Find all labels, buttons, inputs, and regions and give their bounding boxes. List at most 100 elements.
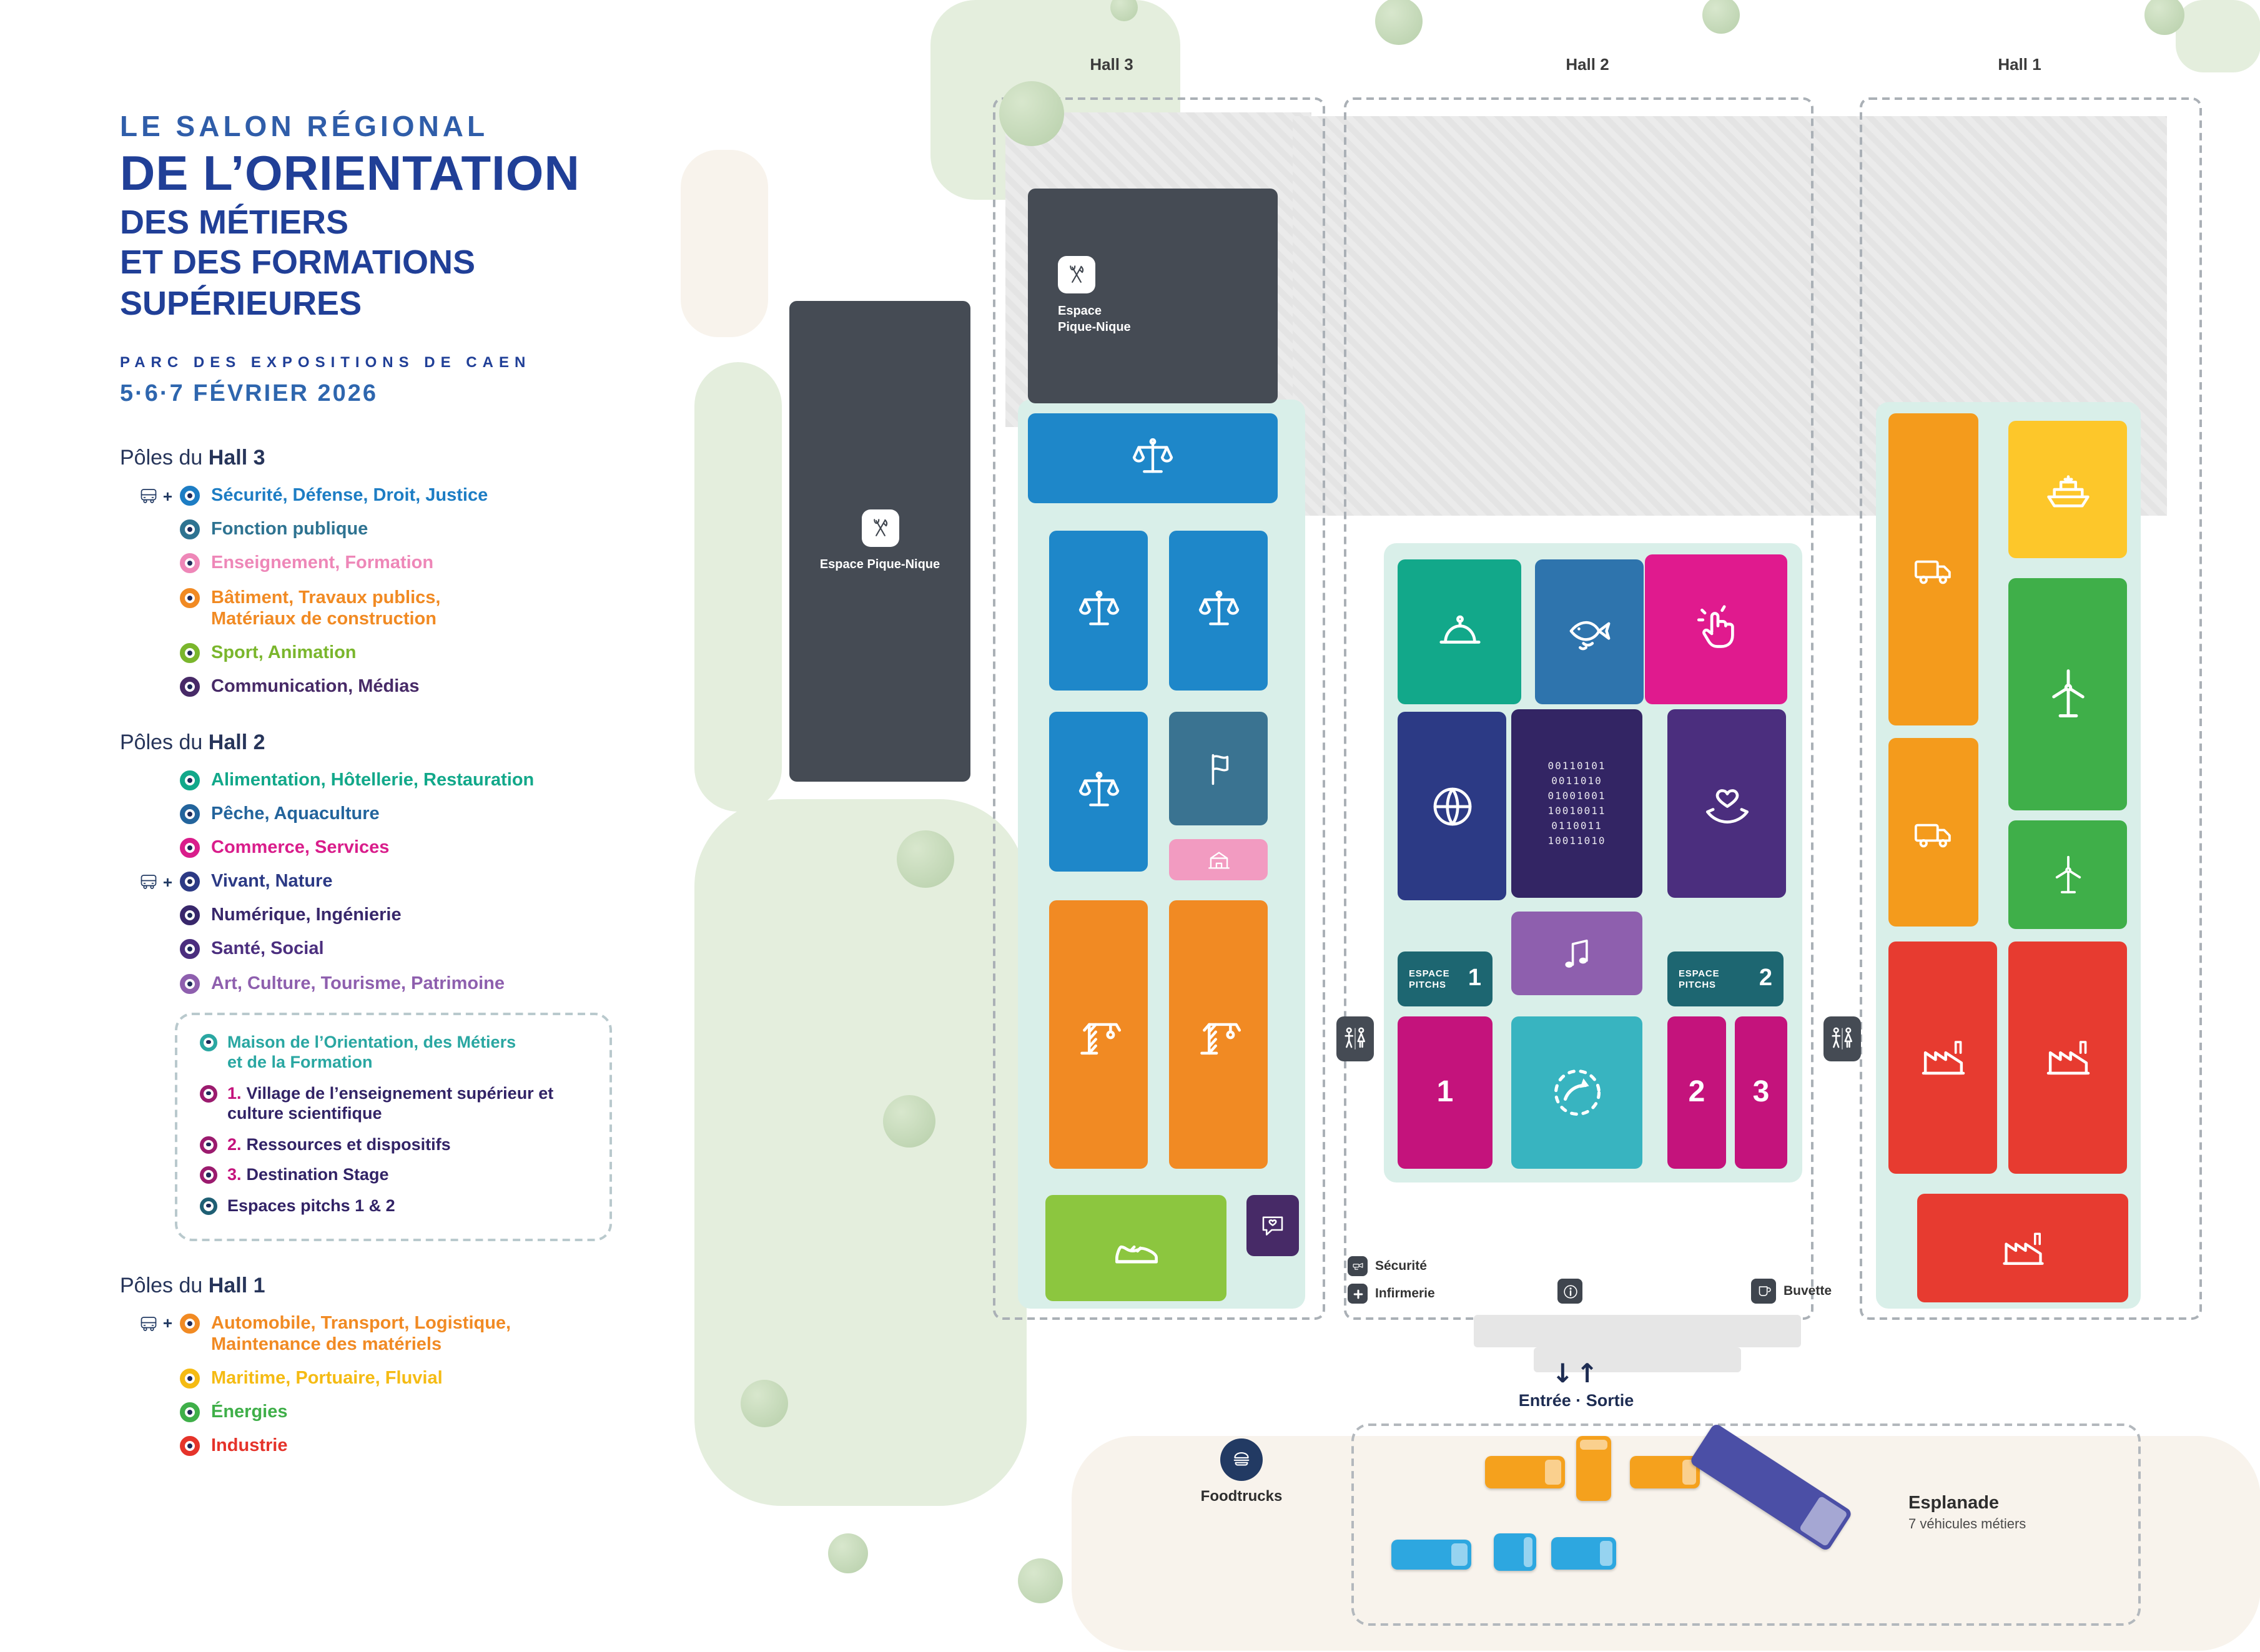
cross-tile bbox=[1348, 1284, 1368, 1304]
esplanade-boundary bbox=[1351, 1423, 2141, 1626]
legend-heading-hall1: Pôles du Hall 1 bbox=[120, 1274, 707, 1299]
music-icon bbox=[1564, 938, 1587, 967]
legend-item-label: Numérique, Ingénierie bbox=[211, 905, 402, 926]
vehicle-cab bbox=[1599, 1541, 1612, 1566]
zone-industrie-1 bbox=[1888, 942, 1997, 1174]
legend-item-label: Automobile, Transport, Logistique, Maint… bbox=[211, 1313, 511, 1355]
legend-marker bbox=[180, 642, 200, 663]
park-area bbox=[694, 362, 782, 812]
legend-marker bbox=[180, 838, 200, 858]
zone-number: 1 bbox=[1436, 1075, 1454, 1109]
tree bbox=[897, 830, 954, 888]
marker-dot bbox=[187, 595, 192, 600]
zone-justice-2 bbox=[1049, 531, 1148, 691]
maison-item: Espaces pitchs 1 & 2 bbox=[197, 1196, 590, 1216]
building-icon bbox=[1208, 851, 1229, 868]
legend-marker bbox=[180, 973, 200, 994]
zone-vivant-nature bbox=[1398, 712, 1506, 900]
service-label: Infirmerie bbox=[1375, 1286, 1435, 1301]
orientation-icon bbox=[1553, 1069, 1601, 1116]
legend-item: Industrie bbox=[120, 1436, 707, 1458]
poster-title: LE SALON RÉGIONAL DE L’ORIENTATION DES M… bbox=[120, 110, 707, 408]
entrance-label: Entrée · Sortie bbox=[1518, 1391, 1634, 1410]
pitch-label: ESPACE PITCHS bbox=[1409, 967, 1450, 990]
marker-dot bbox=[187, 1443, 192, 1449]
zone-energies-2 bbox=[2008, 820, 2127, 929]
industry-icon bbox=[2002, 1232, 2043, 1264]
legend-item: +Automobile, Transport, Logistique, Main… bbox=[120, 1313, 707, 1356]
hall-label-hall-2: Hall 2 bbox=[1566, 55, 1609, 74]
tree bbox=[1375, 0, 1423, 45]
zone-auto-transport-2 bbox=[1888, 738, 1978, 927]
legend-item: + Sécurité, Défense, Droit, Justice bbox=[120, 486, 707, 507]
info-tile bbox=[1557, 1279, 1582, 1304]
foodtrucks: Foodtrucks bbox=[1160, 1438, 1323, 1505]
tree bbox=[1702, 0, 1740, 34]
legend-item-label: Maritime, Portuaire, Fluvial bbox=[211, 1369, 443, 1389]
hall-label-hall-1: Hall 1 bbox=[1998, 55, 2041, 74]
restroom-icon bbox=[1345, 1027, 1365, 1050]
legend-heading-hall2: Pôles du Hall 2 bbox=[120, 730, 707, 755]
marker-dot bbox=[187, 527, 192, 533]
legend-item-label: Sport, Animation bbox=[211, 642, 357, 663]
binary-code-text: 00110101 0011010 01001001 10010011 01100… bbox=[1547, 760, 1606, 846]
zone-label: Espace Pique-Nique bbox=[1058, 305, 1131, 335]
entrance-canopy bbox=[1474, 1315, 1801, 1347]
legend-item-label: Sécurité, Défense, Droit, Justice bbox=[211, 486, 488, 506]
marker-dot bbox=[187, 561, 192, 566]
maison-item: 1.Village de l’enseignement supérieur et… bbox=[197, 1083, 590, 1124]
marker-dot bbox=[206, 1173, 211, 1178]
maison-item-label: 3.Destination Stage bbox=[227, 1165, 389, 1184]
heart-hands-icon bbox=[1705, 789, 1748, 823]
truck-icon bbox=[1914, 823, 1951, 847]
legend-item-label: Santé, Social bbox=[211, 939, 324, 960]
tree bbox=[741, 1380, 788, 1427]
maison-item-label: 2.Ressources et dispositifs bbox=[227, 1134, 451, 1154]
legend-item-label: Fonction publique bbox=[211, 519, 368, 540]
service-label: Buvette bbox=[1784, 1284, 1832, 1299]
sneaker-icon bbox=[1115, 1244, 1157, 1263]
legend-item: Santé, Social bbox=[120, 939, 707, 961]
legend-item-label: Bâtiment, Travaux publics, Matériaux de … bbox=[211, 588, 441, 629]
vehicle-truck bbox=[1576, 1436, 1611, 1501]
marker-dot bbox=[187, 1376, 192, 1382]
tree bbox=[1018, 1558, 1063, 1603]
zone-communication-medias bbox=[1246, 1195, 1299, 1256]
service-scurit: Sécurité bbox=[1348, 1256, 1427, 1276]
legend-marker bbox=[180, 872, 200, 892]
zone-numerique-ingenierie: 00110101 0011010 01001001 10010011 01100… bbox=[1511, 709, 1642, 898]
maison-item-marker bbox=[200, 1136, 217, 1154]
zone-batiment-1 bbox=[1049, 900, 1148, 1169]
legend-item: Sport, Animation bbox=[120, 642, 707, 664]
zone-enseignement-formation bbox=[1169, 839, 1268, 880]
legend-heading-hall: Hall 1 bbox=[208, 1273, 265, 1297]
service-label: Sécurité bbox=[1375, 1259, 1427, 1274]
utensils-icon bbox=[873, 519, 887, 536]
globe-icon bbox=[1433, 787, 1471, 825]
service-buvette: Buvette bbox=[1751, 1279, 1832, 1304]
tree bbox=[883, 1095, 935, 1148]
restroom-icon bbox=[1832, 1027, 1852, 1050]
title-line-2: DE L’ORIENTATION bbox=[120, 147, 580, 201]
crane-icon bbox=[1080, 1022, 1121, 1055]
marker-dot bbox=[206, 1142, 211, 1147]
maison-item-label: Espaces pitchs 1 & 2 bbox=[227, 1196, 395, 1215]
marker-dot bbox=[187, 879, 192, 885]
zone-number: 3 bbox=[1752, 1075, 1770, 1109]
cross-icon bbox=[1353, 1289, 1363, 1299]
bubble-icon bbox=[1262, 1216, 1283, 1235]
zone-justice-3 bbox=[1169, 531, 1268, 691]
plus-sign: + bbox=[162, 486, 172, 506]
scales-icon bbox=[1078, 771, 1119, 807]
title-line-5: SUPÉRIEURES bbox=[120, 284, 362, 322]
legend-item: Communication, Médias bbox=[120, 676, 707, 698]
zone-maison-1: 1 bbox=[1398, 1016, 1493, 1169]
marker-dot bbox=[206, 1091, 211, 1096]
legend-marker bbox=[180, 939, 200, 960]
zone-orientation-maison bbox=[1511, 1016, 1642, 1169]
maison-header-label: Maison de l’Orientation, des Métiers et … bbox=[227, 1032, 516, 1072]
legend-item-label: Pêche, Aquaculture bbox=[211, 804, 380, 825]
